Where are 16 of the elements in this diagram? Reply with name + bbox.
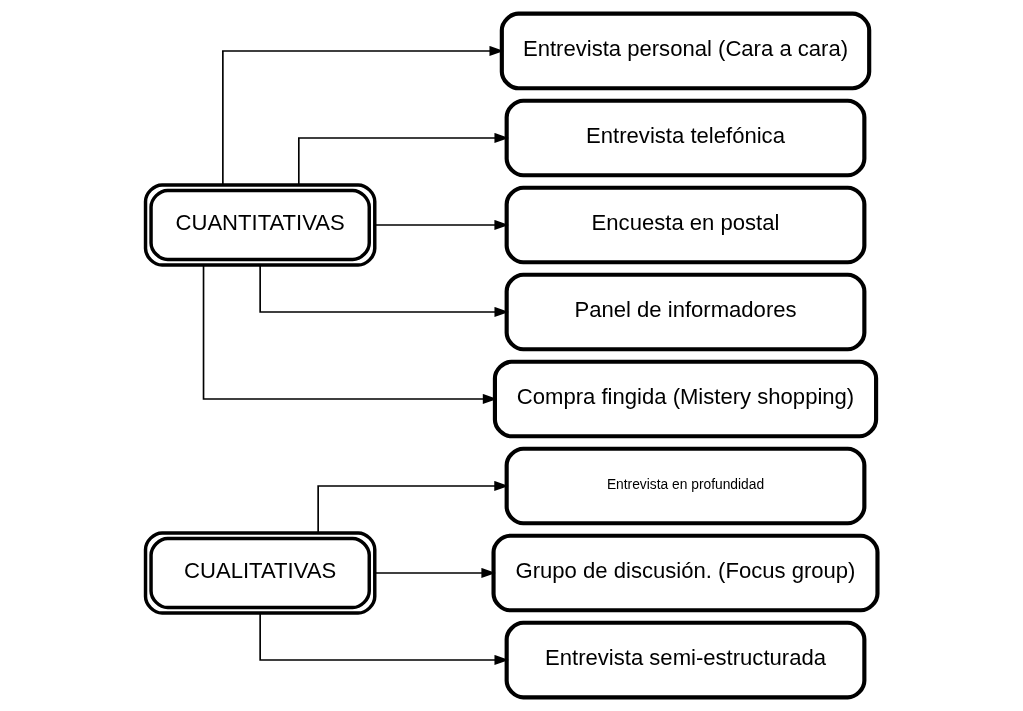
node-box: Compra fingida (Mistery shopping) xyxy=(492,359,879,439)
arrow xyxy=(259,612,509,666)
node-box: Grupo de discusión. (Focus group) xyxy=(491,533,880,613)
arrow xyxy=(259,264,509,318)
node-box: Entrevista en profundidad xyxy=(504,446,867,526)
arrow xyxy=(374,219,509,231)
arrow xyxy=(298,132,509,186)
arrow xyxy=(374,568,496,579)
node-box: CUANTITATIVAS xyxy=(143,183,377,267)
node-box: Entrevista telefónica xyxy=(504,98,867,178)
node-box: Entrevista semi-estructurada xyxy=(504,620,867,700)
node-box: Panel de informadores xyxy=(504,272,867,352)
node-box: CUALITATIVAS xyxy=(143,531,377,615)
node-box: Encuesta en postal xyxy=(504,185,867,265)
node-box: Entrevista personal (Cara a cara) xyxy=(499,11,872,91)
arrow xyxy=(202,264,498,405)
